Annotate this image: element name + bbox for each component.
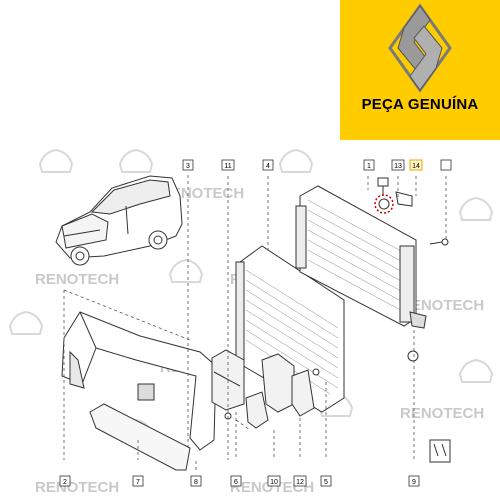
watermark-text: RENOTECH bbox=[400, 405, 484, 422]
svg-text:12: 12 bbox=[296, 479, 304, 486]
air-deflector bbox=[61, 311, 217, 451]
callout-5: 5 bbox=[320, 475, 332, 487]
fasteners bbox=[224, 177, 451, 463]
callout-11: 11 bbox=[221, 159, 235, 171]
callout-1: 1 bbox=[363, 159, 375, 171]
callouts: 1 2 3 4 5 6 7 8 9 10 11 12 13 14 bbox=[59, 159, 452, 487]
watermark-text: RENOTECH bbox=[35, 479, 119, 496]
watermark-text: RENOTECH bbox=[400, 297, 484, 314]
genuine-part-badge bbox=[340, 0, 500, 140]
svg-text:3: 3 bbox=[186, 163, 190, 170]
watermark-text: RENOTECH bbox=[160, 185, 244, 202]
callout-2: 2 bbox=[59, 475, 71, 487]
genuine-part-label: PEÇA GENUÍNA bbox=[361, 96, 479, 113]
svg-text:2: 2 bbox=[63, 479, 67, 486]
svg-text:7: 7 bbox=[136, 479, 140, 486]
svg-text:8: 8 bbox=[194, 479, 198, 486]
svg-text:13: 13 bbox=[394, 163, 402, 170]
watermark-text: RENOTECH bbox=[230, 479, 314, 496]
callout-12: 12 bbox=[293, 475, 307, 487]
reference-lines bbox=[63, 175, 447, 470]
renault-logo bbox=[340, 0, 500, 140]
svg-text:14: 14 bbox=[412, 163, 420, 170]
lower-deflector bbox=[89, 403, 191, 471]
callout-8: 8 bbox=[190, 475, 202, 487]
svg-text:4: 4 bbox=[266, 163, 270, 170]
svg-text:9: 9 bbox=[412, 479, 416, 486]
callout-13: 13 bbox=[391, 159, 405, 171]
highlight-ring bbox=[374, 194, 394, 214]
svg-text:10: 10 bbox=[270, 479, 278, 486]
svg-text:6: 6 bbox=[234, 479, 238, 486]
callout-10: 10 bbox=[267, 475, 281, 487]
callout-6: 6 bbox=[230, 475, 242, 487]
callout-marker bbox=[440, 159, 452, 171]
watermark-text: RENOTECH bbox=[35, 271, 119, 288]
callout-4: 4 bbox=[262, 159, 274, 171]
svg-text:5: 5 bbox=[324, 479, 328, 486]
car-illustration bbox=[55, 175, 183, 266]
svg-text:1: 1 bbox=[367, 163, 371, 170]
callout-7: 7 bbox=[132, 475, 144, 487]
svg-text:11: 11 bbox=[224, 163, 231, 170]
radiator bbox=[295, 185, 427, 329]
callout-14: 14 bbox=[409, 159, 423, 171]
callout-9: 9 bbox=[408, 475, 420, 487]
callout-3: 3 bbox=[182, 159, 194, 171]
